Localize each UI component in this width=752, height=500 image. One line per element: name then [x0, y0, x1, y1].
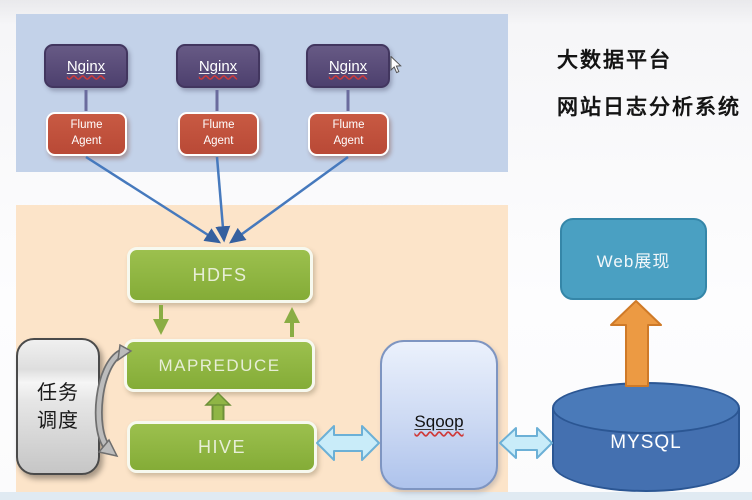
- mapreduce-label: MAPREDUCE: [158, 355, 281, 375]
- mysql-database-cylinder: MYSQL: [552, 382, 740, 492]
- hdfs-node: HDFS: [127, 247, 313, 303]
- hive-label: HIVE: [197, 436, 246, 457]
- flume-agent-3-label: Flume Agent: [332, 119, 365, 147]
- bottom-strip: [0, 492, 752, 500]
- task-scheduler-node: 任务 调度: [16, 338, 100, 475]
- flume-agent-2-label: Flume Agent: [202, 119, 235, 147]
- nginx-node-1: Nginx: [44, 44, 128, 88]
- nginx-node-3: Nginx: [306, 44, 390, 88]
- nginx-node-3-label: Nginx: [328, 57, 368, 75]
- sqoop-node: Sqoop: [380, 340, 498, 490]
- nginx-node-2-label: Nginx: [198, 57, 238, 75]
- hive-node: HIVE: [127, 421, 317, 473]
- flume-agent-1: Flume Agent: [46, 112, 127, 156]
- task-scheduler-label: 任务 调度: [37, 381, 79, 432]
- sqoop-label: Sqoop: [414, 412, 464, 431]
- web-display-label: Web展现: [596, 251, 671, 271]
- mapreduce-node: MAPREDUCE: [124, 339, 315, 392]
- mysql-to-web-arrow: [610, 300, 662, 387]
- diagram-title-line2: 网站日志分析系统: [557, 96, 741, 119]
- mysql-cylinder-top: [552, 382, 740, 434]
- web-display-node: Web展现: [560, 218, 707, 300]
- diagram-title-line1: 大数据平台: [557, 49, 672, 72]
- nginx-node-1-label: Nginx: [66, 57, 106, 75]
- mysql-label: MYSQL: [610, 432, 682, 453]
- flume-agent-2: Flume Agent: [178, 112, 259, 156]
- flume-agent-1-label: Flume Agent: [70, 119, 103, 147]
- hdfs-label: HDFS: [192, 264, 248, 285]
- nginx-node-2: Nginx: [176, 44, 260, 88]
- flume-agent-3: Flume Agent: [308, 112, 389, 156]
